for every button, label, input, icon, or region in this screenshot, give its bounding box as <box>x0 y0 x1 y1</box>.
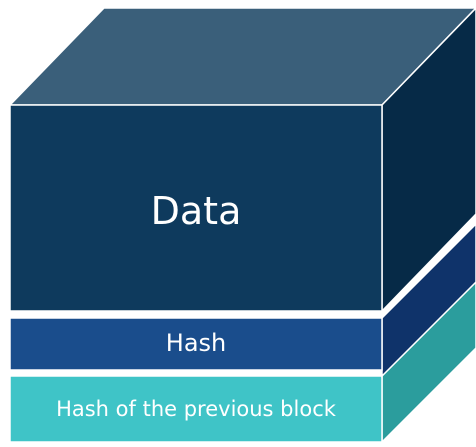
hash-label: Hash <box>165 329 227 358</box>
previous-hash-layer-front <box>9 375 383 443</box>
previous-hash-label: Hash of the previous block <box>56 396 336 421</box>
data-label: Data <box>150 189 242 234</box>
data-layer-front <box>9 104 383 312</box>
hash-layer-front <box>9 317 383 371</box>
